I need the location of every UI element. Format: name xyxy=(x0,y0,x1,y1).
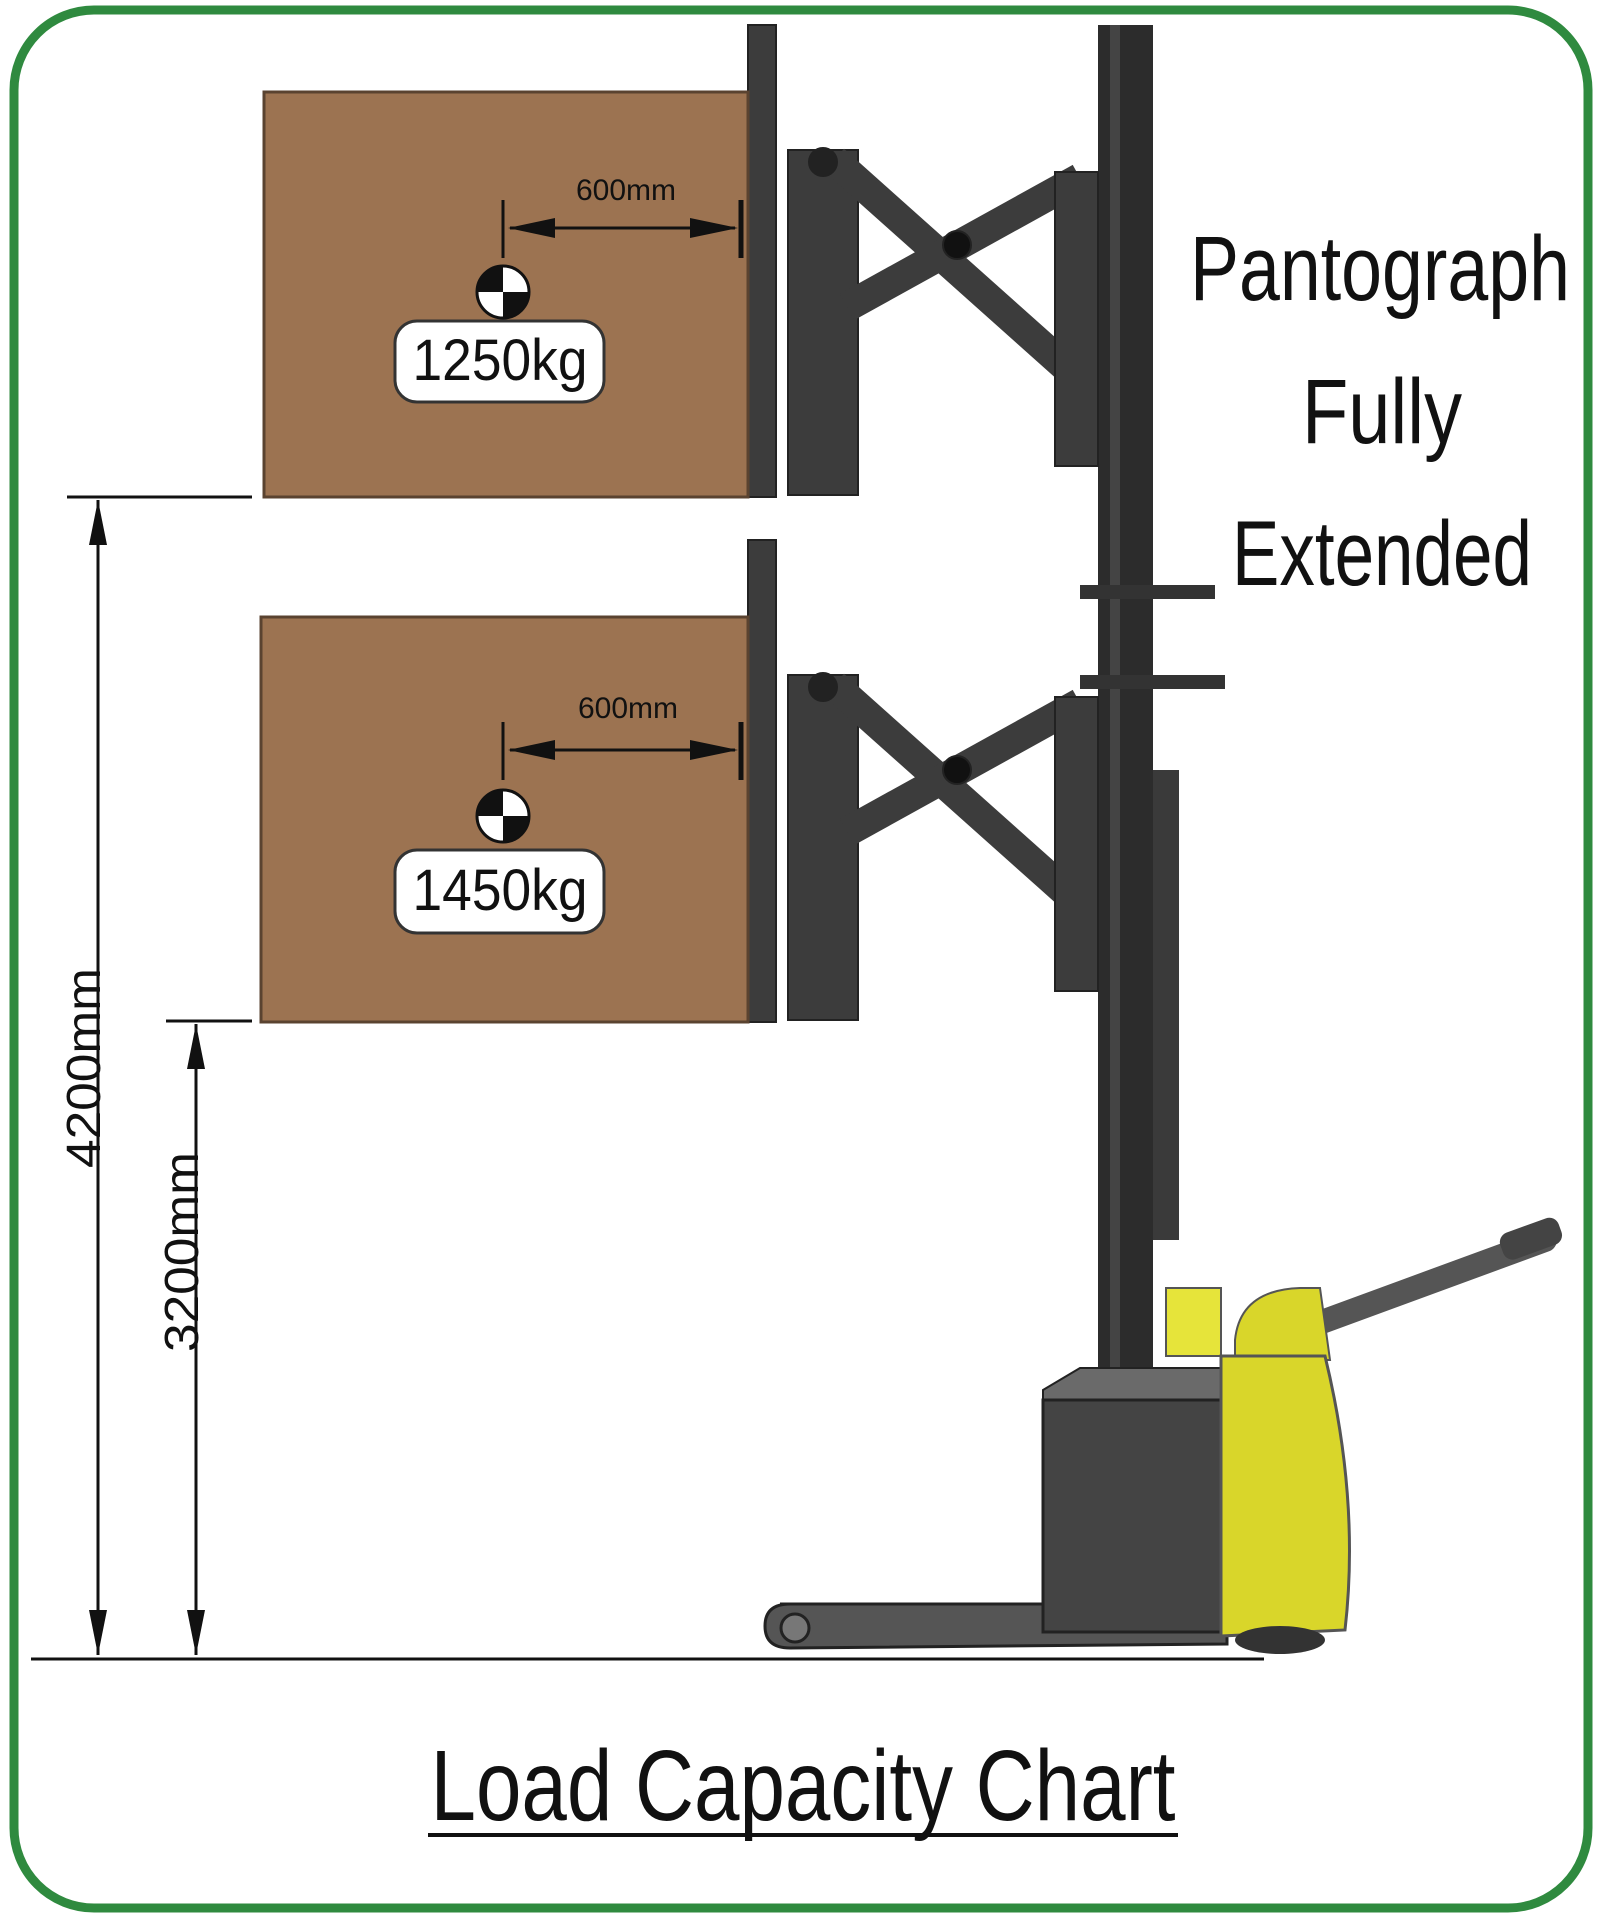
height-dimension-lines xyxy=(67,495,252,1655)
lower-load-center-dimension xyxy=(501,722,744,780)
upper-pantograph xyxy=(747,24,1099,498)
mast-inner xyxy=(1110,25,1120,1395)
note-line-3: Extended xyxy=(1232,503,1532,605)
lower-load-center-label: 600mm xyxy=(578,692,678,725)
lower-pantograph xyxy=(747,539,1099,1023)
note-line-1: Pantograph xyxy=(1190,218,1570,320)
chart-title: Load Capacity Chart xyxy=(431,1730,1176,1842)
lower-height-label: 3200mm xyxy=(156,1152,209,1352)
mast xyxy=(1098,25,1153,1395)
lower-weight-badge xyxy=(393,848,606,935)
mast-crossbar xyxy=(1080,585,1215,599)
stacker-base xyxy=(763,1287,1229,1650)
center-of-gravity-icon xyxy=(475,264,531,320)
upper-load-center-dimension xyxy=(501,200,744,258)
upper-weight-badge xyxy=(393,319,606,404)
upper-weight-label: 1250kg xyxy=(413,328,588,393)
mast-cylinder xyxy=(1153,770,1179,1240)
upper-height-label: 4200mm xyxy=(58,968,111,1168)
note-line-2: Fully xyxy=(1302,361,1462,463)
stacker-drive-unit xyxy=(1219,1217,1563,1654)
upper-load-center-label: 600mm xyxy=(576,174,676,207)
mast-crossbar xyxy=(1080,675,1225,689)
lower-weight-label: 1450kg xyxy=(413,858,588,923)
frame-border xyxy=(9,5,1593,1913)
center-of-gravity-icon xyxy=(475,788,531,844)
